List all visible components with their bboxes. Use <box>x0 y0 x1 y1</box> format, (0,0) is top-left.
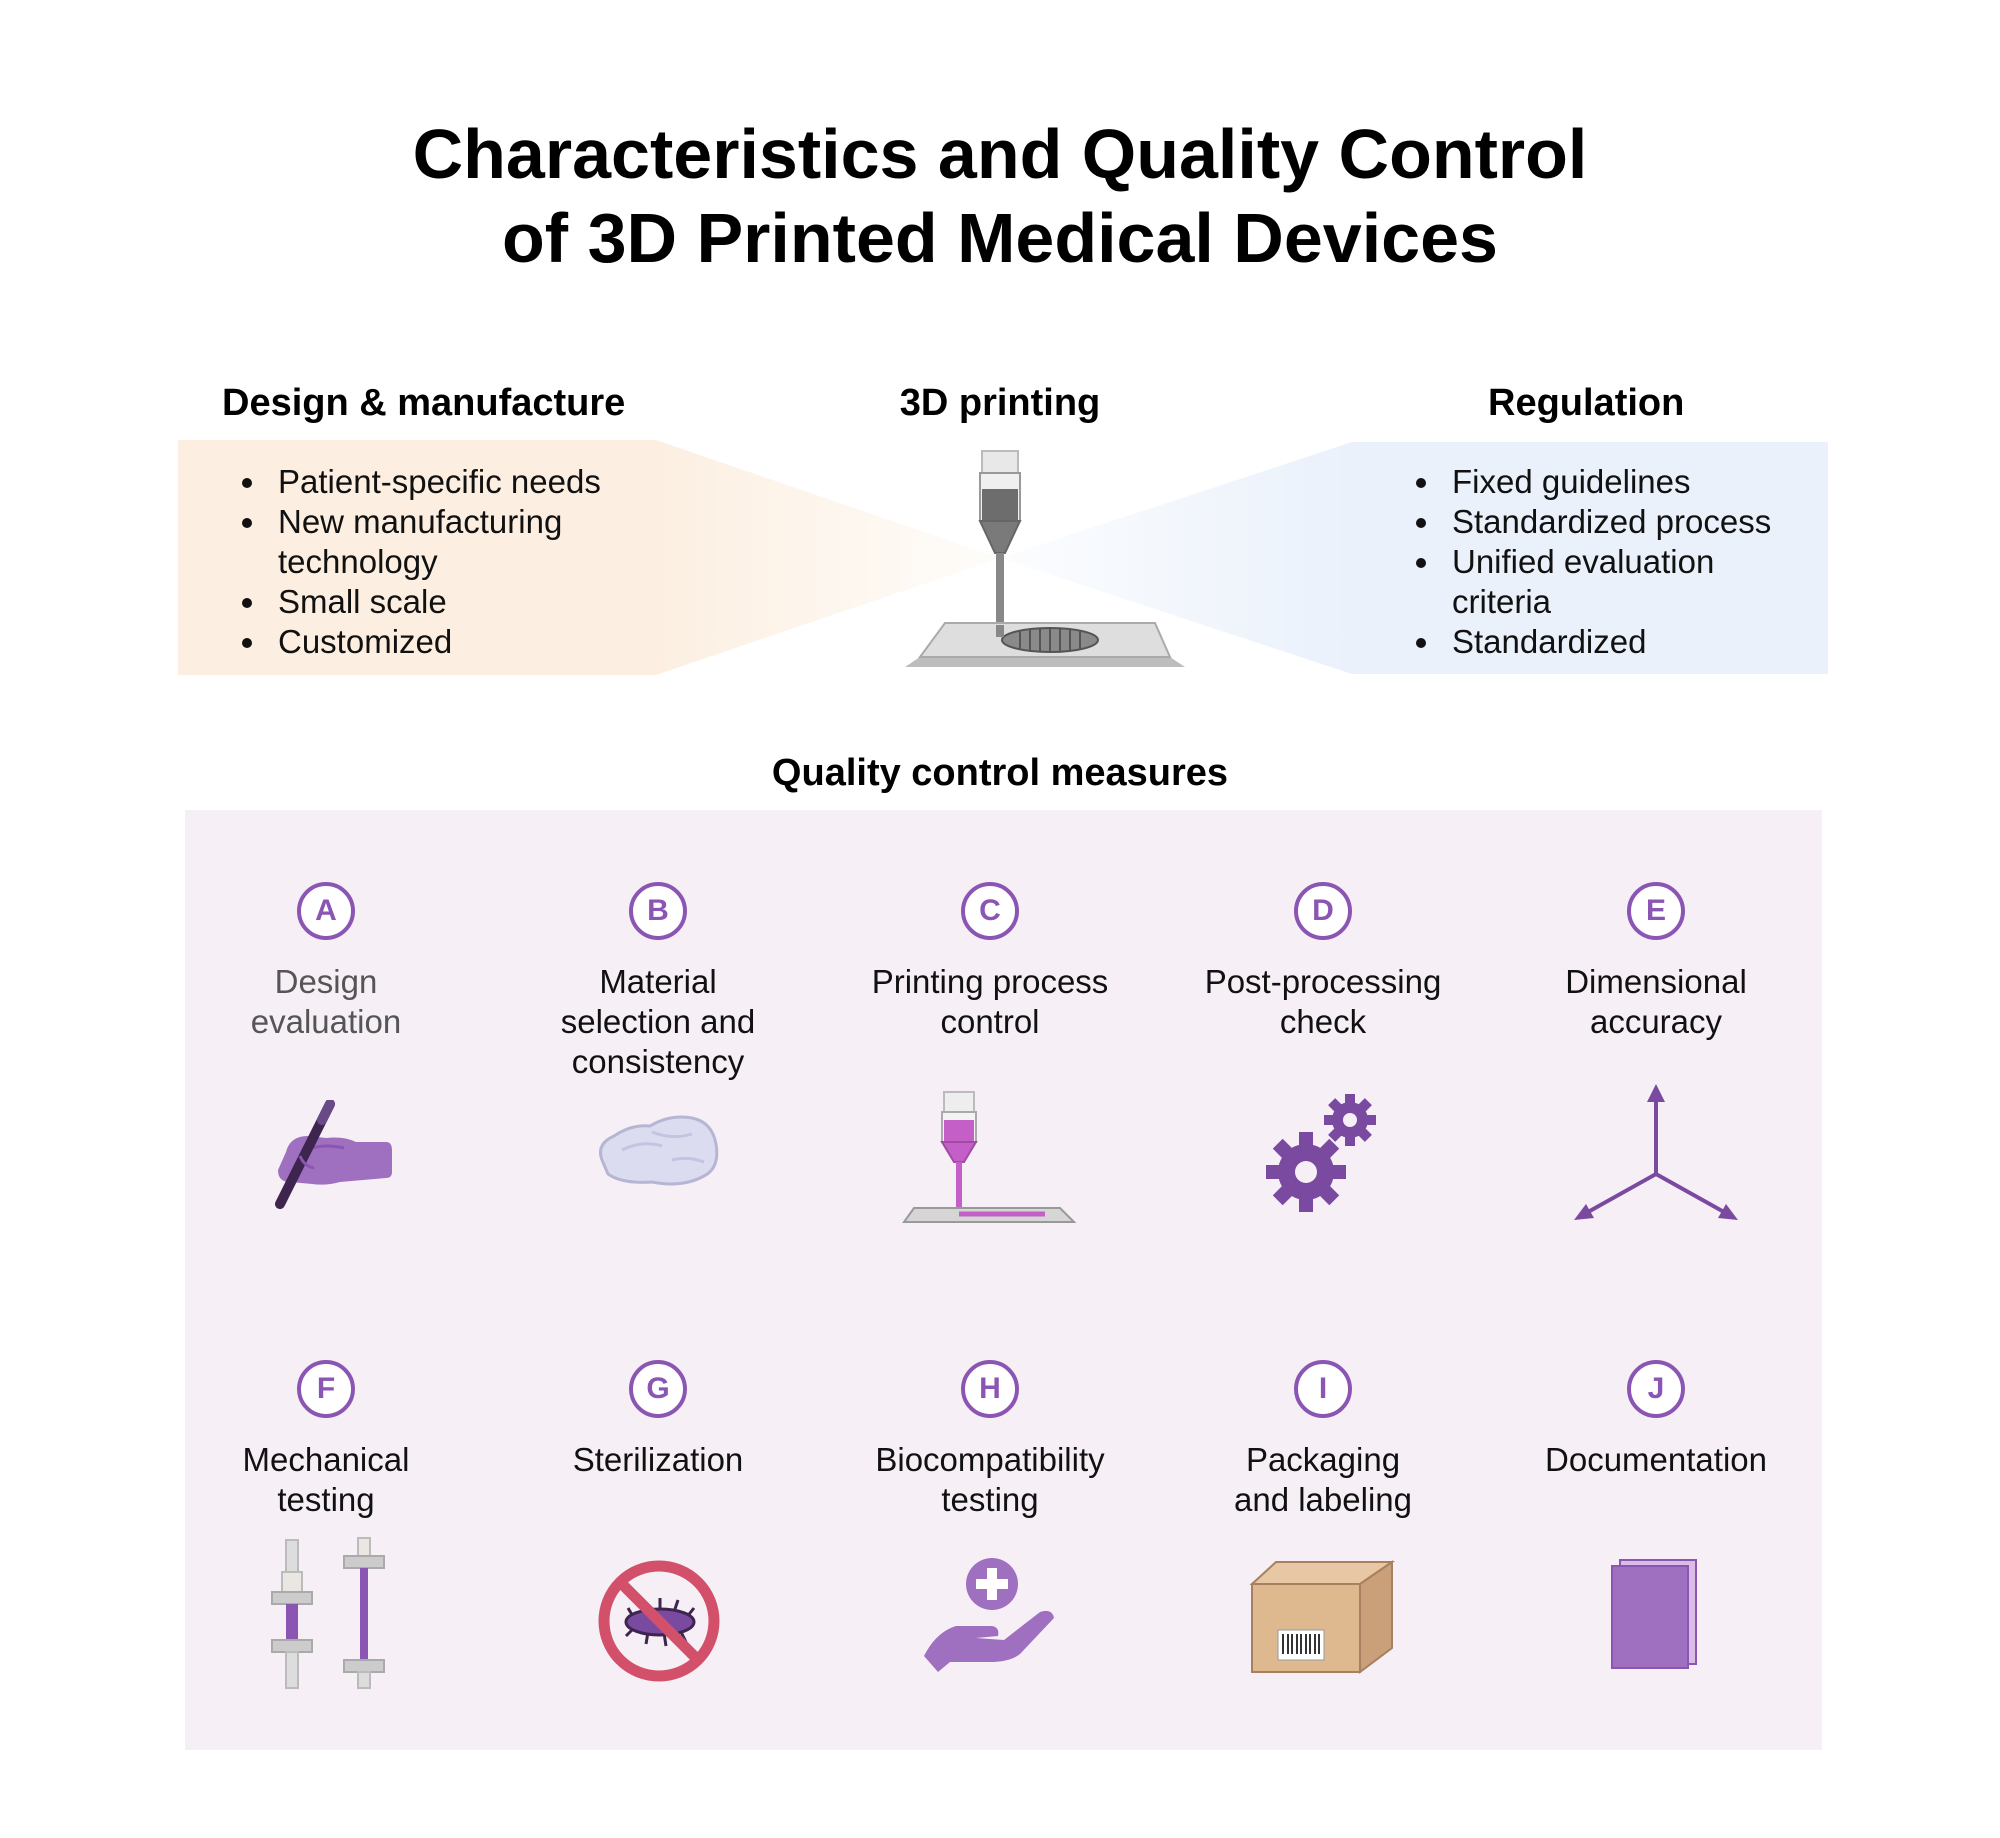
measure-badge: A <box>297 882 355 940</box>
measure-label: Sterilization <box>572 1441 744 1478</box>
regulation-item: Standardized process <box>1412 502 1822 542</box>
regulation-box <box>1352 442 1828 674</box>
measure-label: Post-processing check <box>1204 963 1442 1040</box>
measure-label: Biocompatibility testing <box>875 1441 1105 1518</box>
design-heading: Design & manufacture <box>222 382 626 424</box>
measure-c: C Printing process control <box>840 882 1140 1042</box>
printing-nozzle-icon <box>902 1091 1077 1223</box>
measure-badge: H <box>961 1360 1019 1418</box>
3d-printer-icon <box>905 450 1185 667</box>
printing-heading: 3D printing <box>899 382 1101 424</box>
measure-j: J Documentation <box>1506 1360 1806 1480</box>
measure-i: I Packaging and labeling <box>1173 1360 1473 1520</box>
measure-label: Dimensional accuracy <box>1565 963 1747 1040</box>
design-item: Small scale <box>238 582 648 622</box>
design-item: New manufacturing technology <box>238 502 648 582</box>
quality-heading: Quality control measures <box>771 752 1229 794</box>
regulation-item: Fixed guidelines <box>1412 462 1822 502</box>
design-item: Customized <box>238 622 648 662</box>
page-title: Characteristics and Quality Control of 3… <box>0 112 2000 280</box>
book-icon <box>1611 1559 1697 1669</box>
measure-badge: E <box>1627 882 1685 940</box>
measure-e: E Dimensional accuracy <box>1506 882 1806 1042</box>
gears-icon <box>1266 1094 1376 1212</box>
title-line-1: Characteristics and Quality Control <box>412 115 1588 193</box>
no-bacteria-icon <box>598 1560 720 1682</box>
measure-badge: C <box>961 882 1019 940</box>
measure-label: Material selection and consistency <box>560 963 756 1080</box>
measure-a: A Design evaluation <box>176 882 476 1042</box>
measure-label: Documentation <box>1545 1441 1767 1478</box>
regulation-heading: Regulation <box>1488 382 1685 424</box>
hand-pen-icon <box>275 1100 392 1209</box>
hand-cross-icon <box>924 1558 1054 1672</box>
title-line-2: of 3D Printed Medical Devices <box>502 199 1498 277</box>
measure-badge: I <box>1294 1360 1352 1418</box>
xyz-axes-icon <box>1574 1084 1738 1220</box>
measure-d: D Post-processing check <box>1173 882 1473 1042</box>
design-box <box>178 440 656 675</box>
measure-badge: J <box>1627 1360 1685 1418</box>
regulation-item: Unified evaluation criteria <box>1412 542 1822 622</box>
measure-label: Design evaluation <box>250 963 402 1040</box>
measure-label: Printing process control <box>871 963 1109 1040</box>
measure-b: B Material selection and consistency <box>508 882 808 1082</box>
measure-badge: D <box>1294 882 1352 940</box>
measure-label: Mechanical testing <box>242 1441 410 1518</box>
measure-f: F Mechanical testing <box>176 1360 476 1520</box>
measure-badge: G <box>629 1360 687 1418</box>
tensile-test-icon <box>271 1537 385 1689</box>
measure-badge: F <box>297 1360 355 1418</box>
design-item: Patient-specific needs <box>238 462 648 502</box>
barcode-box-icon <box>1249 1560 1396 1674</box>
measure-g: G Sterilization <box>508 1360 808 1480</box>
measure-label: Packaging and labeling <box>1234 1441 1412 1518</box>
measure-badge: B <box>629 882 687 940</box>
measure-h: H Biocompatibility testing <box>840 1360 1140 1520</box>
regulation-list: Fixed guidelines Standardized process Un… <box>1412 462 1822 662</box>
regulation-item: Standardized <box>1412 622 1822 662</box>
design-list: Patient-specific needs New manufacturing… <box>238 462 648 662</box>
material-lump-icon <box>599 1115 719 1186</box>
